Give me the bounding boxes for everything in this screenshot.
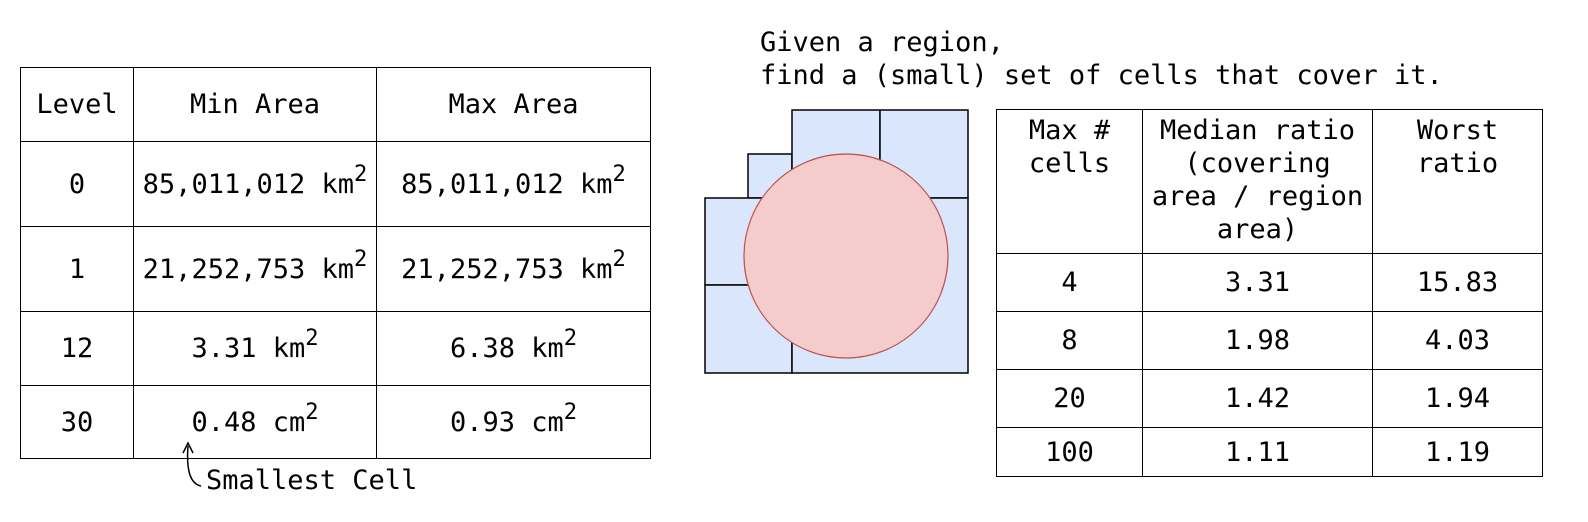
table-row: 8 1.98 4.03 [996,311,1543,370]
table-row: 12 3.31 km2 6.38 km2 [20,311,651,386]
cell-level-table: Level Min Area Max Area 0 85,011,012 km2… [20,67,651,459]
smallest-cell-arrow [186,445,202,487]
header-median-ratio: Median ratio (covering area / region are… [1142,109,1373,254]
unit-exponent: 2 [305,324,319,351]
unit-exponent: 2 [612,160,626,187]
median-ratio-value: 1.11 [1142,427,1373,477]
median-ratio-value: 3.31 [1142,253,1373,312]
header-worst-ratio: Worst ratio [1372,109,1543,254]
region-circle [743,153,949,359]
worst-ratio-value: 4.03 [1372,311,1543,370]
max-cells-value: 20 [996,369,1143,428]
header-line: ratio [1416,148,1499,179]
unit-exponent: 2 [305,398,319,425]
header-line: Worst [1416,115,1499,146]
unit-exponent: 2 [354,160,368,187]
max-area-cell: 21,252,753 km2 [376,226,651,312]
max-cells-value: 8 [996,311,1143,370]
max-area-value: 0.93 cm [449,406,564,438]
level-cell: 12 [20,311,134,386]
median-ratio-value: 1.98 [1142,311,1373,370]
caption-line: Given a region, [760,27,1004,58]
header-max-area: Max Area [376,67,651,142]
min-area-value: 85,011,012 km [142,168,354,200]
table-row: 30 0.48 cm2 0.93 cm2 [20,385,651,459]
min-area-value: 0.48 cm [191,406,306,438]
unit-exponent: 2 [563,324,578,351]
header-line: area) [1216,214,1299,245]
header-line: Max # [1028,115,1111,146]
max-area-value: 6.38 km [449,333,564,364]
arrow-head-icon [182,441,194,454]
level-cell: 30 [20,385,134,459]
region-caption: Given a region, find a (small) set of ce… [760,26,1443,92]
unit-exponent: 2 [612,245,626,272]
table-row: 4 3.31 15.83 [996,253,1543,312]
unit-exponent: 2 [563,398,578,425]
min-area-cell: 3.31 km2 [133,311,377,386]
median-ratio-value: 1.42 [1142,369,1373,428]
table-row: 100 1.11 1.19 [996,427,1543,477]
header-line: (covering [1184,148,1331,179]
header-line: area / region [1151,181,1364,212]
smallest-cell-label: Smallest Cell [206,465,418,496]
max-area-cell: 0.93 cm2 [376,385,651,459]
max-area-value: 21,252,753 km [401,253,613,285]
unit-exponent: 2 [354,245,368,272]
covering-ratio-table: Max # cells Median ratio (covering area … [996,109,1543,477]
header-line: cells [1028,148,1111,179]
worst-ratio-value: 1.19 [1372,427,1543,477]
header-max-cells: Max # cells [996,109,1143,254]
header-min-area: Min Area [133,67,377,142]
table-header-row: Max # cells Median ratio (covering area … [996,109,1543,254]
table-row: 1 21,252,753 km2 21,252,753 km2 [20,226,651,312]
worst-ratio-value: 15.83 [1372,253,1543,312]
min-area-value: 3.31 km [191,333,306,364]
caption-line: find a (small) set of cells that cover i… [760,60,1443,91]
header-level: Level [20,67,134,142]
max-area-cell: 6.38 km2 [376,311,651,386]
worst-ratio-value: 1.94 [1372,369,1543,428]
table-row: 20 1.42 1.94 [996,369,1543,428]
min-area-cell: 21,252,753 km2 [133,226,377,312]
max-cells-value: 100 [996,427,1143,477]
max-area-value: 85,011,012 km [401,168,613,200]
max-cells-value: 4 [996,253,1143,312]
header-line: Median ratio [1159,115,1356,146]
table-header-row: Level Min Area Max Area [20,67,651,142]
min-area-value: 21,252,753 km [142,253,354,285]
